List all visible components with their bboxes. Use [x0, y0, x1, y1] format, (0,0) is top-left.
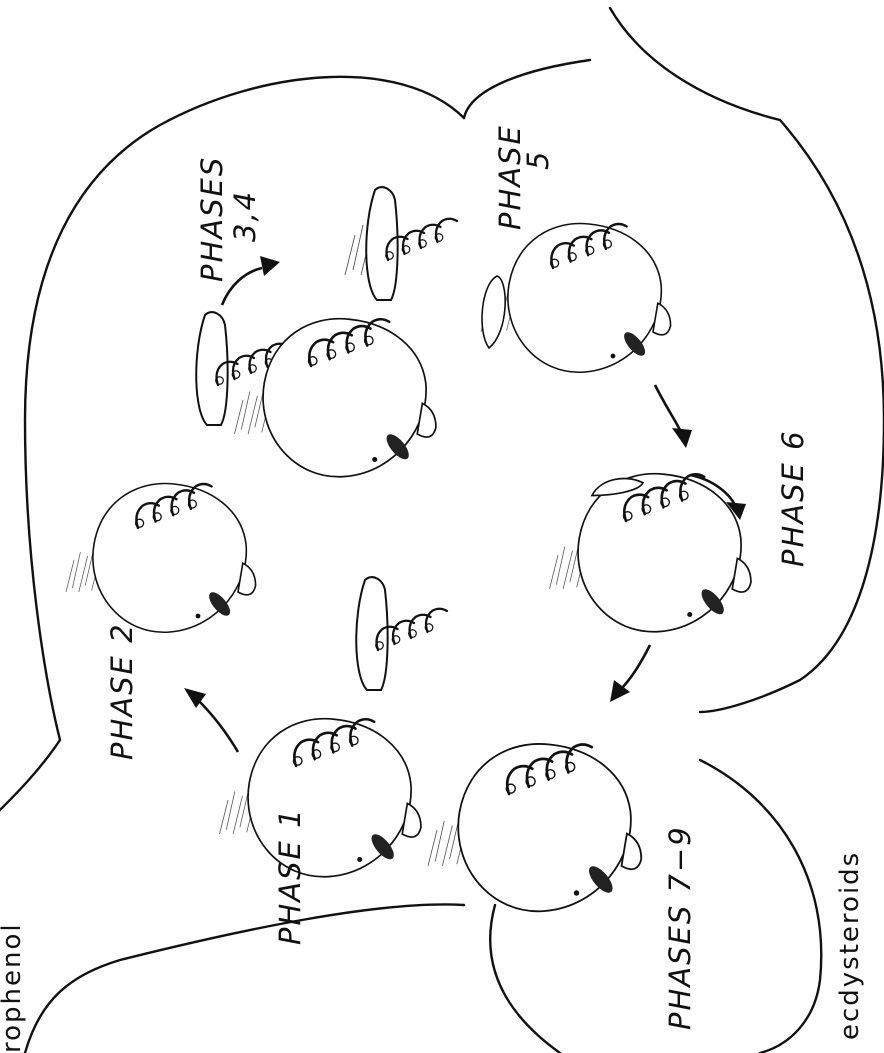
bottom-left-region-outline	[490, 905, 560, 1053]
label-phases-3-4-line1: PHASES	[195, 156, 229, 282]
arrow-phase-5-to-6	[655, 385, 692, 448]
exuvia-phase-2	[356, 577, 447, 690]
left-region-lower-outline	[25, 904, 464, 1053]
arrow-phase-2-to-3	[222, 256, 280, 305]
label-region-right: ecdysteroids	[835, 851, 865, 1040]
label-phase-5-line1: PHASE	[493, 124, 527, 230]
label-phase-2: PHASE 2	[105, 622, 139, 760]
arrow-phase-1-to-2	[184, 688, 238, 752]
mite-phase-6	[550, 474, 751, 632]
label-phase-1: PHASE 1	[273, 807, 307, 945]
mite-phase-1	[220, 719, 421, 877]
label-phases-7-9: PHASES 7−9	[663, 825, 697, 1030]
bottom-right-region-outline	[700, 760, 821, 1053]
label-phase-5-line2: 5	[521, 150, 555, 170]
label-phase-6: PHASE 6	[776, 429, 810, 567]
arrow-phase-6-to-7	[610, 645, 650, 702]
label-region-left: rophenol	[0, 922, 27, 1053]
mite-phase-2	[66, 484, 256, 633]
label-phases-3-4-line2: 3,4	[228, 190, 262, 242]
exuvia-phases-3-4-right	[345, 187, 457, 300]
mite-phases-3-4	[235, 319, 436, 477]
mite-phase-5	[481, 224, 671, 373]
right-region-inner-outline	[464, 60, 590, 118]
mite-phases-7-9	[428, 744, 641, 911]
